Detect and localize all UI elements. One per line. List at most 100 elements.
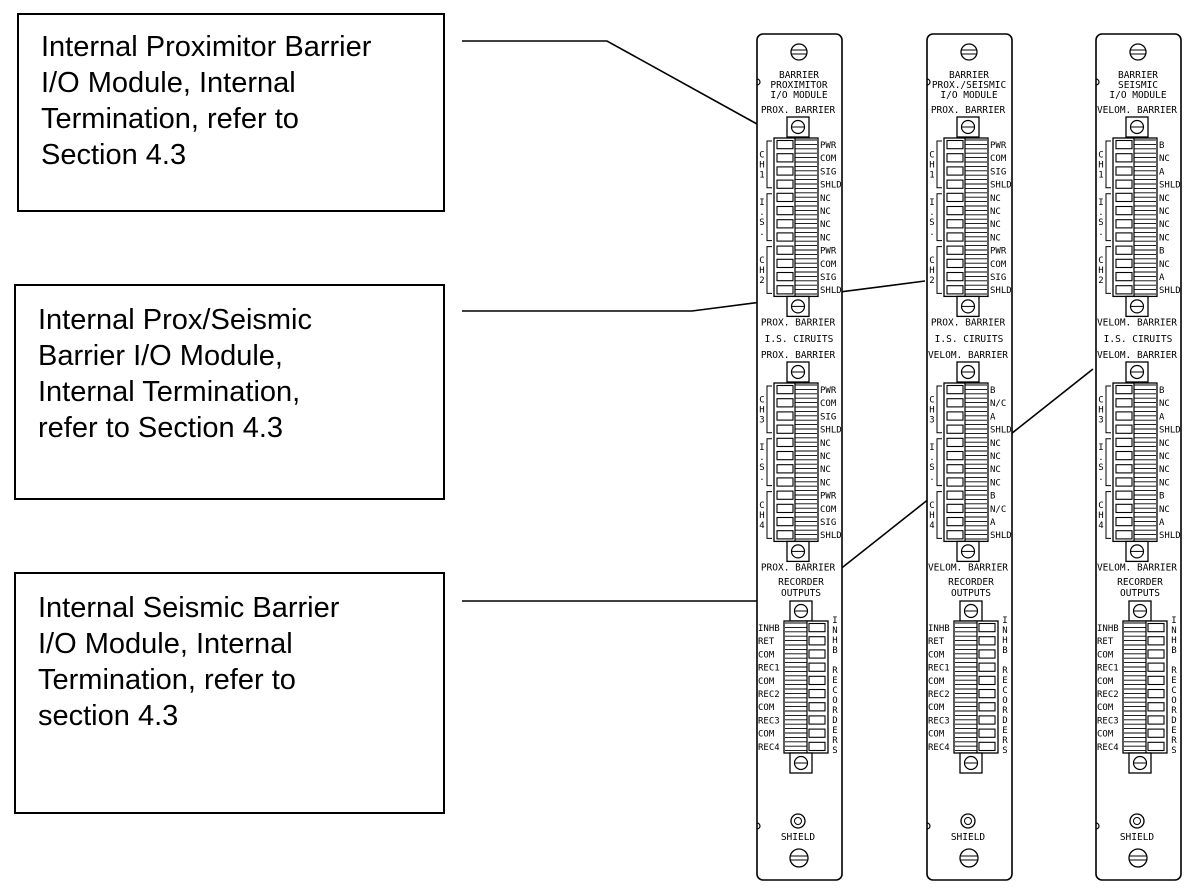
- connector-body: [773, 382, 819, 543]
- terminal-slot: [776, 166, 794, 176]
- plug-screw-icon: [956, 361, 980, 383]
- screw-icon: [959, 848, 979, 868]
- channel-label-char: .: [759, 453, 764, 463]
- terminal-slot: [808, 636, 826, 646]
- terminal-slot: [946, 232, 964, 242]
- terminal-slot: [776, 153, 794, 163]
- recorder-side-char: R: [1002, 706, 1008, 716]
- terminal-label: NC: [1159, 220, 1170, 230]
- terminal-slot: [776, 232, 794, 242]
- channel-bracket: [936, 246, 942, 294]
- terminal-label: NC: [1159, 505, 1170, 515]
- terminal-slot: [1115, 398, 1133, 408]
- terminal-label: NC: [1159, 399, 1170, 409]
- channel-label-char: H: [1098, 405, 1103, 415]
- channel-label-char: C: [1098, 256, 1103, 266]
- terminal-label: NC: [1159, 194, 1170, 204]
- terminal-label: NC: [990, 452, 1001, 462]
- channel-bracket: [766, 246, 772, 294]
- terminal-label: NC: [820, 233, 831, 243]
- plug-screw-icon: [786, 361, 810, 383]
- channel-bracket: [1105, 140, 1111, 189]
- terminal-label: SIG: [820, 273, 836, 283]
- recorder-side-char: O: [1171, 696, 1176, 706]
- terminal-slot: [946, 398, 964, 408]
- terminal-slot: [776, 205, 794, 216]
- terminal-slot: [978, 702, 996, 712]
- recorder-side-char: B: [832, 646, 837, 656]
- channel-label-char: I: [929, 443, 934, 453]
- recorder-side-char: C: [1002, 686, 1007, 696]
- terminal-slot: [978, 649, 996, 659]
- plug-screw-icon: [786, 540, 810, 563]
- terminal-label: NC: [820, 452, 831, 462]
- shield-lug: SHIELD: [1120, 813, 1154, 843]
- terminal-label: NC: [820, 478, 831, 488]
- terminal-slot: [1147, 741, 1165, 752]
- block-top-label: VELOM. BARRIER: [1097, 105, 1177, 116]
- terminal-label: B: [990, 492, 995, 502]
- terminal-slot: [1147, 688, 1165, 699]
- lower-terminal-block: VELOM. BARRIERBNCASHLDNCNCNCNCBNCASHLDCH…: [1097, 350, 1181, 573]
- terminal-slot: [946, 258, 964, 269]
- callout-line: Internal Termination,: [38, 376, 301, 408]
- channel-label-char: 1: [929, 170, 934, 180]
- terminal-slot: [946, 516, 964, 527]
- terminal-slot: [1115, 503, 1133, 514]
- callout-prox-seismic-barrier: Internal Prox/Seismic Barrier I/O Module…: [14, 284, 445, 500]
- block-top-label: PROX. BARRIER: [931, 105, 1006, 116]
- terminal-label: A: [1159, 167, 1165, 177]
- channel-label-char: 2: [929, 276, 934, 286]
- recorder-terminal-label: REC1: [1097, 664, 1119, 674]
- terminal-label: NC: [990, 478, 1001, 488]
- terminal-slot: [776, 384, 794, 395]
- terminal-slot: [1115, 450, 1133, 461]
- terminal-label: PWR: [820, 247, 837, 257]
- recorder-side-char: N: [1171, 626, 1176, 636]
- terminal-slot: [808, 622, 826, 633]
- terminal-label: NC: [990, 220, 1001, 230]
- terminal-slot: [946, 490, 964, 500]
- module-title: BARRIER: [949, 70, 989, 81]
- channel-label-char: H: [1098, 160, 1103, 170]
- terminal-slot: [1115, 258, 1133, 269]
- is-circuits-label: I.S. CIRUITS: [935, 334, 1004, 345]
- terminal-label: N/C: [990, 505, 1006, 515]
- terminal-label: SIG: [820, 412, 836, 422]
- recorder-side-char: S: [832, 746, 837, 756]
- channel-bracket: [1105, 246, 1111, 294]
- terminal-label: SHLD: [990, 531, 1012, 541]
- terminal-slot: [808, 728, 826, 738]
- recorder-side-char: E: [1002, 676, 1007, 686]
- terminal-slot: [978, 622, 996, 633]
- channel-label-char: I: [1098, 443, 1103, 453]
- recorder-terminal-label: REC4: [758, 743, 780, 753]
- terminal-label: PWR: [990, 247, 1007, 257]
- recorder-side-char: E: [1171, 726, 1176, 736]
- is-circuits-label: I.S. CIRUITS: [1104, 334, 1173, 345]
- channel-label-char: C: [759, 150, 764, 160]
- recorder-side-char: E: [1002, 726, 1007, 736]
- terminal-label: SHLD: [1159, 181, 1181, 191]
- terminal-label: B: [1159, 247, 1164, 257]
- recorder-side-char: I: [1002, 616, 1007, 626]
- leader-line-prox-seismic: [462, 280, 926, 312]
- terminal-label: NC: [1159, 478, 1170, 488]
- channel-bracket: [1105, 385, 1111, 434]
- terminal-slot: [946, 271, 964, 282]
- terminal-slot: [808, 688, 826, 699]
- block-bottom-label: PROX. BARRIER: [931, 317, 1006, 328]
- terminal-label: SIG: [820, 167, 836, 177]
- recorder-terminal-label: REC2: [758, 690, 780, 700]
- module-title: I/O MODULE: [770, 90, 827, 101]
- panel-notch: [926, 78, 931, 86]
- terminal-label: N/C: [990, 399, 1006, 409]
- terminal-slot: [776, 258, 794, 269]
- terminal-label: NC: [1159, 465, 1170, 475]
- channel-label-char: C: [759, 395, 764, 405]
- terminal-slot: [776, 437, 794, 448]
- terminal-slot: [1147, 636, 1165, 646]
- panel-notch: [756, 78, 761, 86]
- terminal-label: SHLD: [820, 426, 842, 436]
- terminal-label: NC: [990, 194, 1001, 204]
